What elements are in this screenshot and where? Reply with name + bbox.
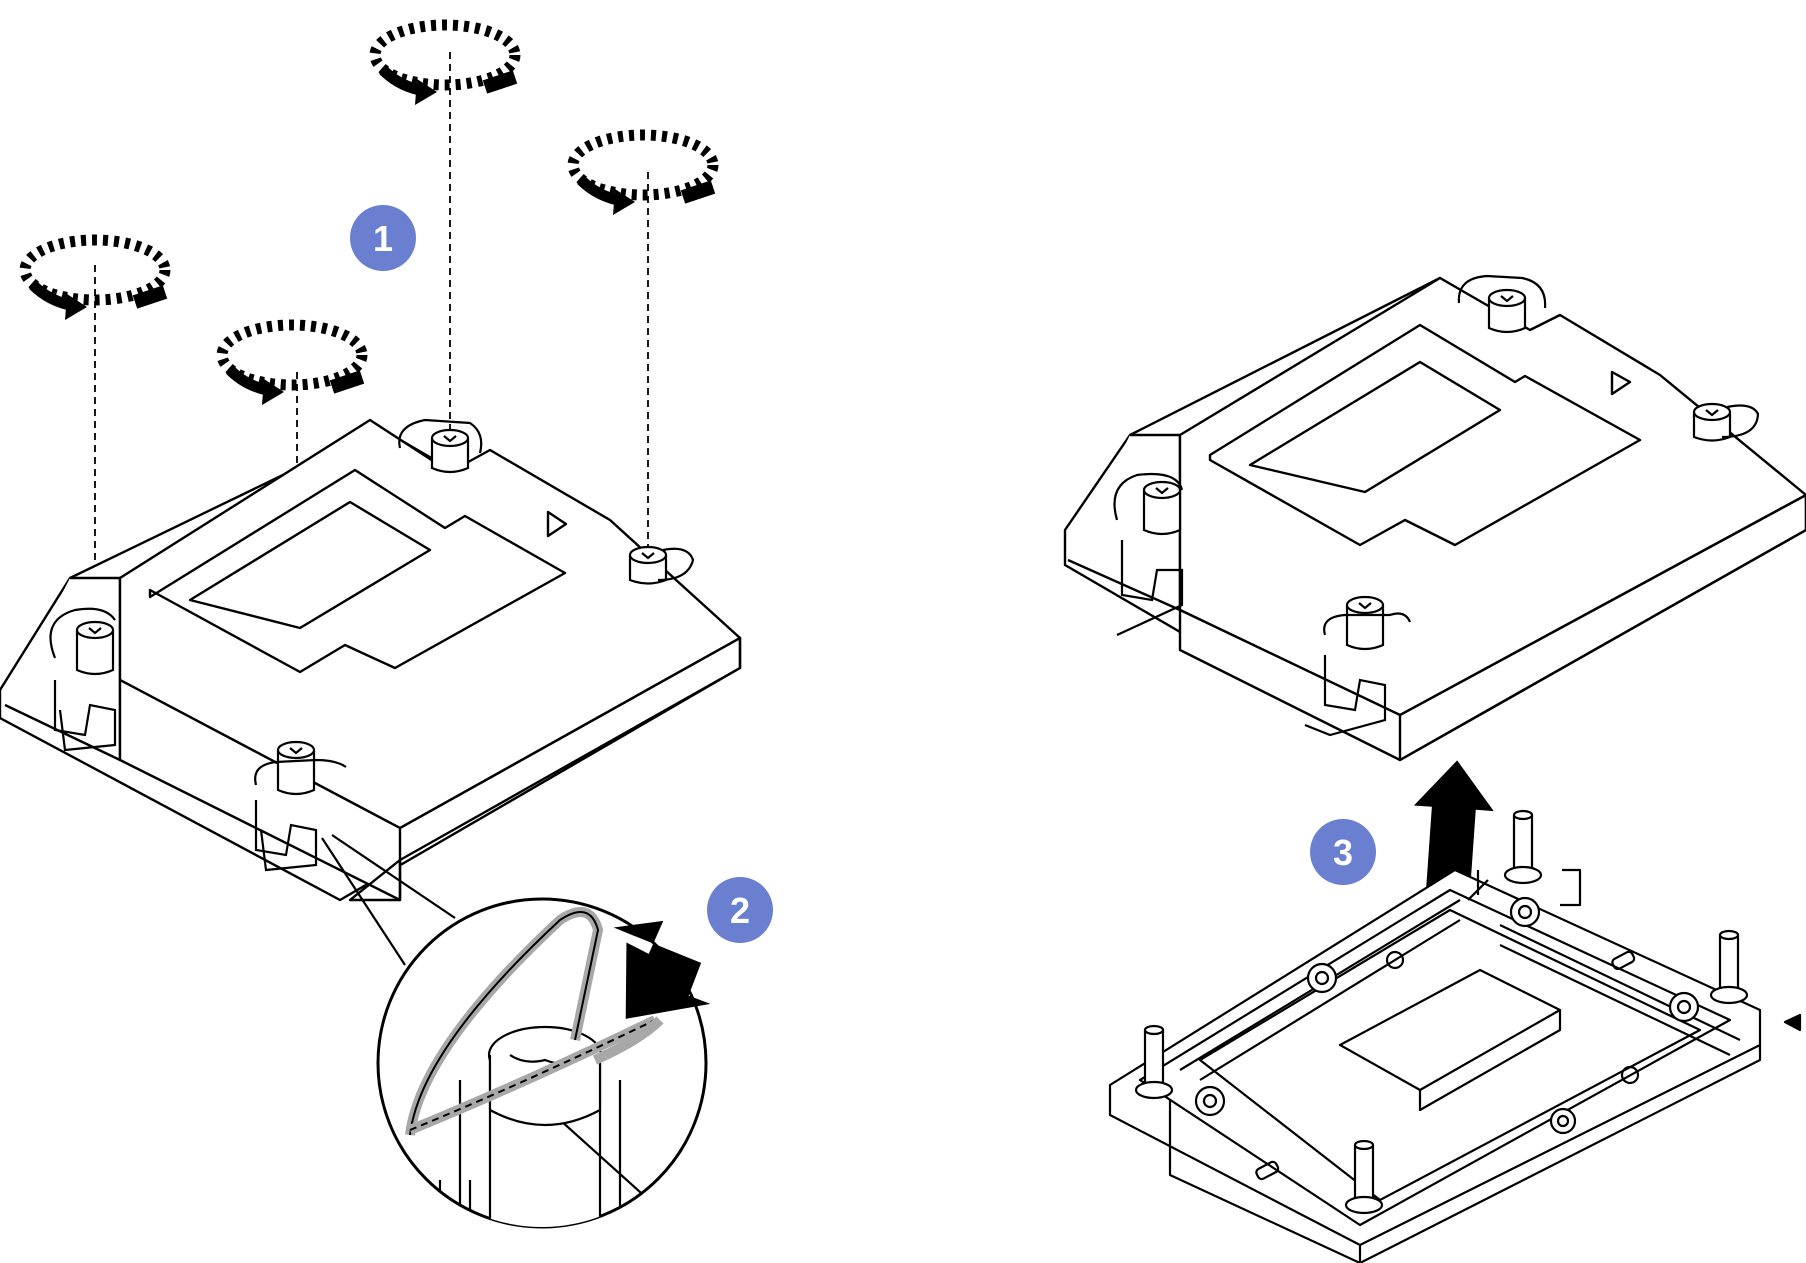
rotation-arrow-icon <box>19 234 171 320</box>
zoom-callout-lines <box>321 834 456 966</box>
zoom-detail-circle <box>376 897 711 1229</box>
svg-text:3: 3 <box>1333 832 1353 873</box>
heat-sink-right <box>1063 276 1806 762</box>
screw-posts-right <box>1113 274 1760 737</box>
rotation-arrow-icon <box>216 319 368 405</box>
screw-posts-left <box>49 418 695 872</box>
svg-text:2: 2 <box>730 890 750 931</box>
step-badge-1: 1 <box>350 205 416 271</box>
processor-socket <box>1108 809 1802 1263</box>
step-badge-2: 2 <box>707 877 773 943</box>
heat-sink-left <box>0 418 742 902</box>
rotation-arrow-icon <box>567 129 719 215</box>
step-badge-3: 3 <box>1310 819 1376 885</box>
rotation-arrow-icon <box>369 19 521 105</box>
svg-text:1: 1 <box>373 218 393 259</box>
push-arrow-icon <box>613 920 711 1019</box>
